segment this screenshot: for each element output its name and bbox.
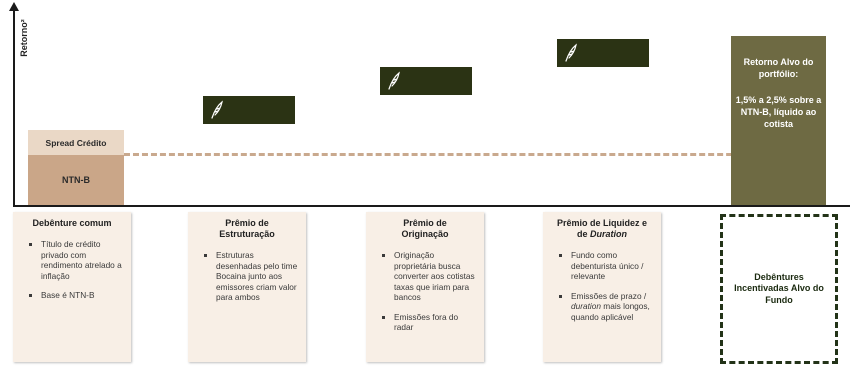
bullet-emphasis: duration (571, 301, 601, 311)
card-bullet: Título de crédito privado com rendimento… (29, 239, 123, 281)
x-axis (13, 205, 850, 207)
y-axis (13, 8, 15, 206)
y-axis-label: Retorno² (19, 19, 29, 57)
card-premio-liquidez: Prêmio de Liquidez e de Duration Fundo c… (543, 212, 661, 362)
card-title-emphasis: Duration (590, 229, 627, 239)
spread-credito-bar: Spread Crédito (28, 130, 124, 155)
bullet-text: mais longos, quando aplicável (571, 301, 650, 322)
card-title: Prêmio de Estruturação (219, 218, 275, 239)
card-premio-originacao: Prêmio de Originação Originação propriet… (366, 212, 484, 362)
card-debenture-comum: Debênture comum Título de crédito privad… (13, 212, 131, 362)
target-return-title: Retorno Alvo do portfólio: (743, 57, 814, 79)
card-title: Prêmio de Originação (401, 218, 449, 239)
target-return-bar: Retorno Alvo do portfólio: 1,5% a 2,5% s… (731, 36, 826, 205)
card-bullet: Estruturas desenhadas pelo time Bocaina … (204, 250, 298, 303)
target-return-value: 1,5% a 2,5% sobre a NTN-B, líquido ao co… (735, 95, 822, 129)
card-bullet: Originação proprietária busca converter … (382, 250, 476, 303)
card-title-text: Prêmio de Liquidez e de (556, 218, 648, 239)
target-funds-card: Debêntures Incentivadas Alvo do Fundo (720, 214, 838, 364)
card-bullet: Base é NTN-B (29, 290, 123, 301)
estruturacao-premium-box (203, 96, 295, 124)
quill-logo-icon (211, 100, 223, 119)
bullet-text: Emissões de prazo / (571, 290, 647, 301)
quill-logo-icon (565, 43, 577, 62)
y-axis-arrow (9, 2, 19, 11)
originacao-premium-box (380, 67, 472, 95)
target-funds-text: Debêntures Incentivadas Alvo do Fundo (734, 271, 824, 305)
card-title: Prêmio de Liquidez e de Duration (551, 218, 653, 240)
card-premio-estruturacao: Prêmio de Estruturação Estruturas desenh… (188, 212, 306, 362)
card-bullet: Fundo como debenturista único / relevant… (559, 250, 653, 282)
quill-logo-icon (388, 71, 400, 90)
card-title: Debênture comum (32, 218, 112, 228)
ntnb-reference-line (124, 153, 822, 156)
liquidez-premium-box (557, 39, 649, 67)
ntnb-bar: NTN-B (28, 155, 124, 205)
card-bullet: Emissões de prazo / duration mais longos… (559, 290, 653, 323)
card-bullet: Emissões fora do radar (382, 312, 476, 333)
